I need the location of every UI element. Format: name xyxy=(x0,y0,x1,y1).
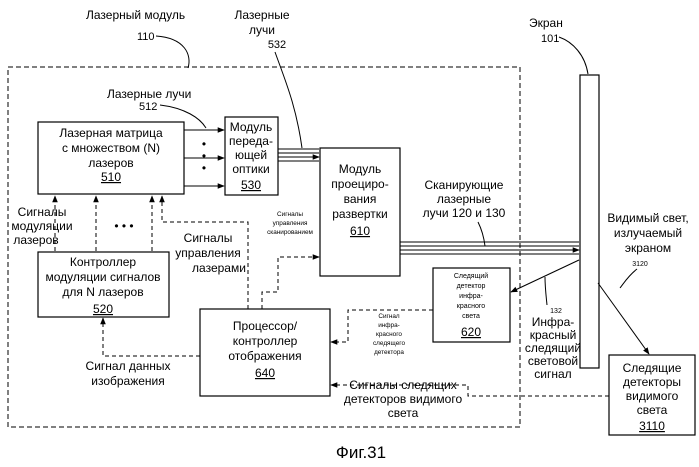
label-ir-signal-line4: световой xyxy=(528,354,578,368)
laser-array-line-1: Лазерная матрица xyxy=(59,126,163,140)
beams-532 xyxy=(278,149,319,161)
transmit-optics-line-4: оптики xyxy=(232,162,269,176)
label-laser-beams-512: Лазерные лучи xyxy=(107,87,191,101)
visible-detectors-box: Следящие детекторы видимого света 3110 xyxy=(609,355,695,435)
label-3120: 3120 xyxy=(632,261,648,268)
projection-line-3: вания xyxy=(344,192,377,206)
processor-line-3: отображения xyxy=(228,349,301,363)
svg-text:•: • xyxy=(202,161,206,175)
controller-line-1: Контроллер xyxy=(70,255,137,269)
laser-array-number: 510 xyxy=(101,170,121,184)
figure-caption: Фиг.31 xyxy=(336,443,386,462)
transmit-optics-line-3: ющей xyxy=(235,148,267,162)
visible-light-arrow xyxy=(598,283,649,354)
projection-module-box: Модуль проециро- вания развертки 610 xyxy=(320,148,400,276)
leader-3120 xyxy=(620,269,637,288)
ir-detector-box: Следящий детектор инфра- красного света … xyxy=(433,268,510,342)
label-132: 132 xyxy=(550,308,562,315)
controller-line-3: для N лазеров xyxy=(62,285,143,299)
label-laser-control-line2: управления xyxy=(175,246,240,260)
screen xyxy=(580,75,599,368)
ir-detector-line-4: красного xyxy=(457,303,486,310)
label-101: 101 xyxy=(541,33,559,45)
transmit-optics-number: 530 xyxy=(241,178,261,192)
processor-line-1: Процессор/ xyxy=(233,319,298,333)
ir-detector-line-1: Следящий xyxy=(454,272,488,280)
label-ir-signal-line2: красный xyxy=(530,328,577,342)
label-scan-beams-line2: лазерные xyxy=(437,192,492,206)
label-scan-control-line2: управления xyxy=(273,220,308,227)
projection-line-1: Модуль xyxy=(339,162,382,176)
label-mod-signals-line3: лазеров xyxy=(13,233,58,247)
processor-box: Процессор/ контроллер отображения 640 xyxy=(200,309,330,396)
label-ir-small-line1: Сигнал xyxy=(378,313,400,320)
label-ir-small-line3: красного xyxy=(376,331,402,338)
label-vis-det-signals-line3: света xyxy=(388,406,419,420)
transmit-optics-line-2: переда- xyxy=(229,134,273,148)
label-scan-beams-line1: Сканирующие xyxy=(425,178,504,192)
ir-detector-line-2: детектор xyxy=(457,283,486,290)
ir-detector-line-3: инфра- xyxy=(459,293,483,300)
label-visible-line2: излучаемый xyxy=(614,226,682,240)
label-ir-signal-line3: следящий xyxy=(525,341,581,355)
processor-line-2: контроллер xyxy=(233,334,298,348)
label-ir-small-line4: следящего xyxy=(373,340,405,347)
label-laser-beams-532-line2: лучи xyxy=(249,23,275,37)
controller-line-2: модуляции сигналов xyxy=(45,270,160,284)
label-ir-signal-line5: сигнал xyxy=(534,367,571,381)
label-110: 110 xyxy=(137,31,155,43)
leader-110 xyxy=(156,36,189,68)
label-scan-control-line3: сканированием xyxy=(267,229,313,236)
projection-line-2: проециро- xyxy=(331,177,388,191)
label-laser-control-line3: лазерами xyxy=(192,261,246,275)
label-mod-signals-line2: модуляции xyxy=(11,219,72,233)
label-visible-line3: экраном xyxy=(625,241,671,255)
label-scan-beams-line3: лучи 120 и 130 xyxy=(423,206,506,220)
transmit-optics-line-1: Модуль xyxy=(230,120,273,134)
label-scan-control-line1: Сигналы xyxy=(277,211,303,218)
vis-detectors-line-1: Следящие xyxy=(623,361,682,375)
label-laser-beams-532-line1: Лазерные xyxy=(234,8,289,22)
ir-detector-number: 620 xyxy=(461,325,481,339)
label-mod-signals-line1: Сигналы xyxy=(18,205,67,219)
controller-number: 520 xyxy=(93,302,113,316)
label-visible-line1: Видимый свет, xyxy=(607,211,688,225)
scan-control-line xyxy=(262,257,319,309)
label-laser-control-line1: Сигналы xyxy=(184,231,233,245)
modulation-controller-box: Контроллер модуляции сигналов для N лазе… xyxy=(38,252,169,317)
label-532: 532 xyxy=(268,39,286,51)
transmit-optics-box: Модуль переда- ющей оптики 530 xyxy=(225,117,278,195)
laser-array-box: Лазерная матрица с множеством (N) лазеро… xyxy=(38,122,184,194)
label-ir-small-line5: детектора xyxy=(374,349,404,356)
label-512: 512 xyxy=(139,101,157,113)
label-image-data-line2: изображения xyxy=(91,374,165,388)
vis-detectors-number: 3110 xyxy=(639,419,665,433)
processor-number: 640 xyxy=(255,366,275,380)
leader-532 xyxy=(275,52,302,148)
modulation-ellipsis: • • • xyxy=(114,219,133,233)
leader-101 xyxy=(559,37,588,74)
scanning-beams xyxy=(400,242,579,254)
projection-number: 610 xyxy=(350,224,370,238)
projection-line-4: развертки xyxy=(332,207,388,221)
label-vis-det-signals-line1: Сигналы следящих xyxy=(349,378,457,392)
leader-132 xyxy=(545,277,547,305)
label-ir-signal-line1: Инфра- xyxy=(532,315,574,329)
ir-detector-line-5: света xyxy=(462,313,480,320)
vis-detectors-line-3: видимого xyxy=(626,389,679,403)
vis-detectors-line-4: света xyxy=(637,403,668,417)
laser-array-line-2: с множеством (N) xyxy=(62,141,160,155)
label-vis-det-signals-line2: детекторов видимого xyxy=(344,392,463,406)
label-ir-small-line2: инфра- xyxy=(378,322,400,329)
label-image-data-line1: Сигнал данных xyxy=(86,359,171,373)
vis-detectors-line-2: детекторы xyxy=(623,375,681,389)
dots-between-beams: • • • xyxy=(202,137,206,175)
image-data-line xyxy=(103,318,200,356)
label-laser-module: Лазерный модуль xyxy=(86,8,185,22)
label-screen: Экран xyxy=(529,16,563,30)
laser-array-line-3: лазеров xyxy=(88,156,133,170)
